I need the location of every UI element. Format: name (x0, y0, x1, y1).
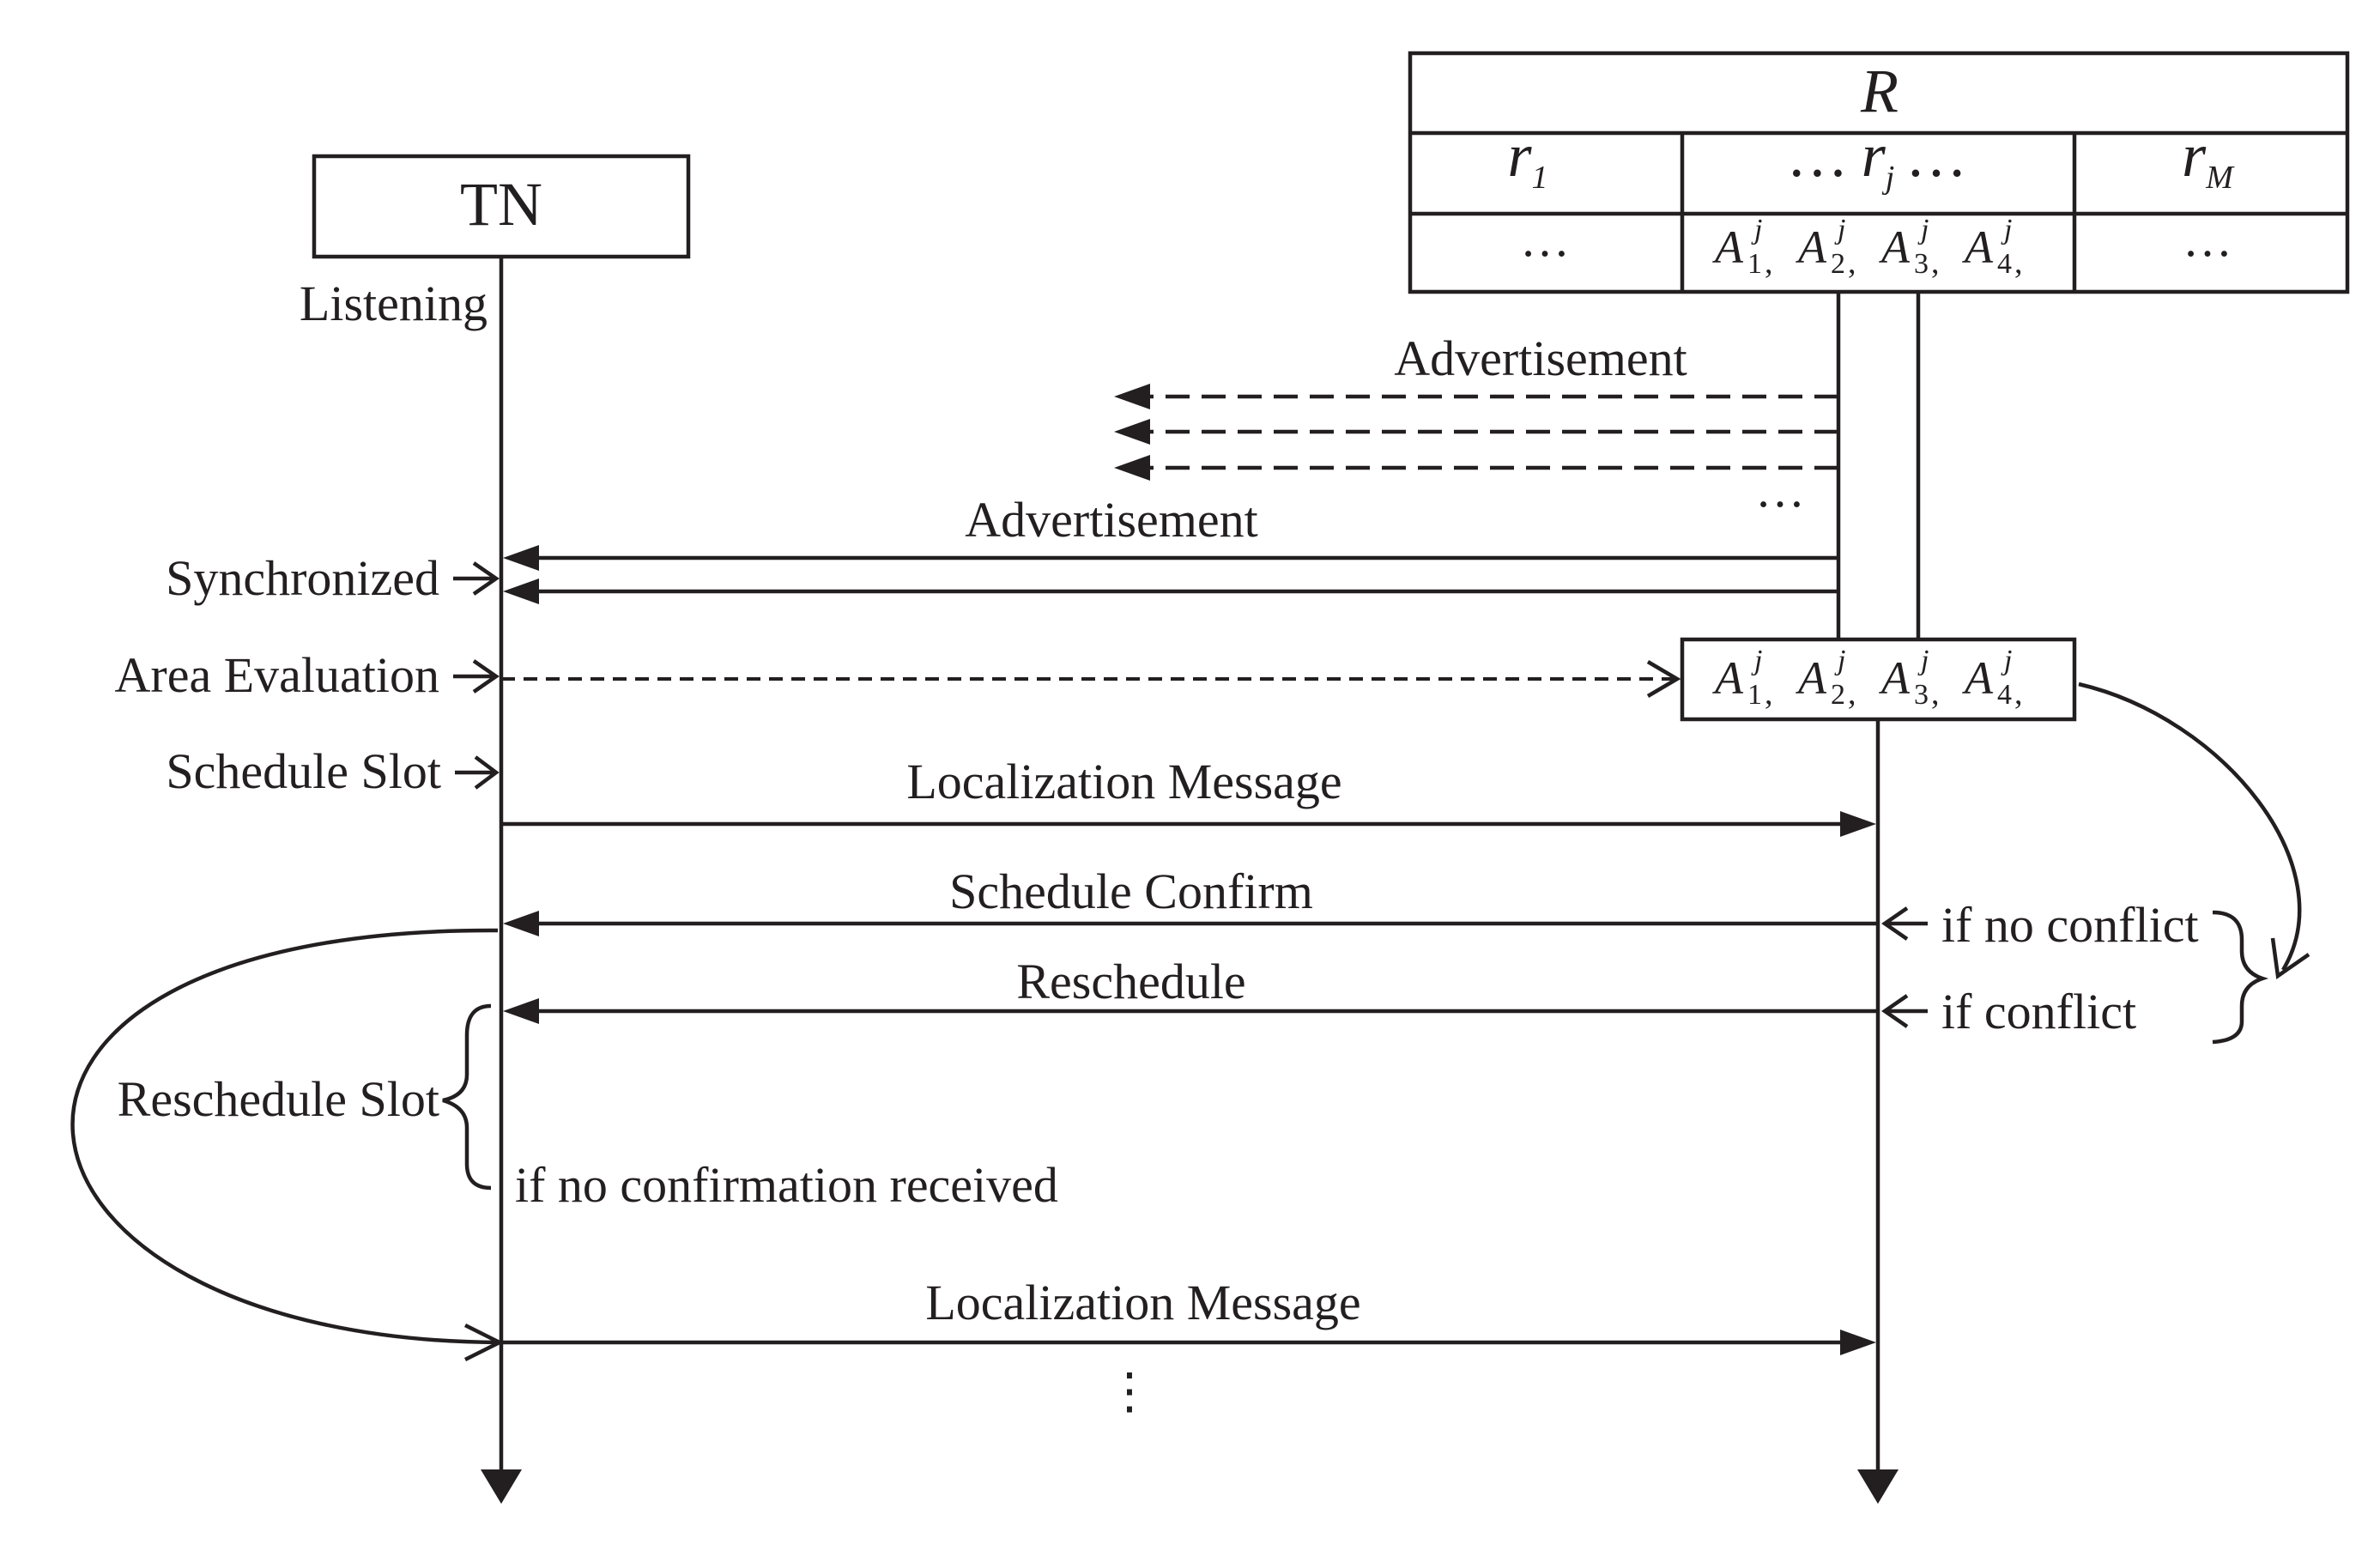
area-separator: , (1931, 676, 1940, 712)
area-subscript: 4 (1997, 248, 2012, 280)
area-separator: , (1765, 676, 1773, 712)
reschedule-arrow-head (503, 998, 539, 1024)
area-superscript: j (2001, 214, 2012, 245)
area-separator: , (1848, 676, 1856, 712)
area-letter: A (1962, 221, 1994, 273)
broadcast-arrow-3-head (1114, 455, 1150, 481)
area-letter: A (1879, 652, 1911, 704)
tn-box (312, 154, 691, 259)
condition-conflict: if conflict (1941, 984, 2136, 1039)
r-row-value-left: … (1520, 211, 1570, 267)
area-superscript: j (1751, 645, 1762, 676)
r-table (1408, 51, 2350, 294)
r-row-value-right: … (2183, 211, 2232, 267)
synchronized-pointer (453, 561, 500, 596)
conflict-pointer (1881, 994, 1928, 1028)
area-letter: A (1796, 652, 1827, 704)
evaluation-to-condition-curve (2078, 682, 2302, 972)
r-column-j-suffix: … (1894, 121, 1965, 190)
localization-message-1-arrow-head (1840, 811, 1876, 837)
area-subscript: 4 (1997, 679, 2012, 711)
area-term: A (1879, 221, 1911, 273)
area-subscript: 2 (1831, 679, 1845, 711)
retry-loop-arrow-head (463, 1323, 505, 1362)
no-conflict-pointer (1881, 906, 1928, 941)
localization-message-2-label: Localization Message (925, 1275, 1360, 1330)
area-separator: , (1848, 245, 1856, 281)
r-column-m-letter: r (2182, 121, 2207, 190)
r-header-label: R (1860, 57, 1899, 125)
area-evaluation-pointer (453, 659, 500, 694)
r-lifeline-end-arrow (1857, 1469, 1899, 1504)
advertisement-label: Advertisement (965, 492, 1257, 548)
area-term: A (1962, 221, 1994, 273)
r-column-1-letter: r (1507, 121, 1532, 190)
advertisement-arrow-2-head (503, 579, 539, 604)
area-letter: A (1796, 221, 1827, 273)
broadcast-ellipsis: … (1755, 462, 1805, 518)
broadcast-arrow-1-head (1114, 384, 1150, 409)
state-schedule-slot: Schedule Slot (166, 743, 441, 799)
area-term: A (1796, 652, 1827, 704)
state-no-confirmation: if no confirmation received (515, 1157, 1058, 1213)
area-separator: , (1931, 245, 1940, 281)
area-term: A (1712, 221, 1744, 273)
advertisement-arrow-1-head (503, 545, 539, 571)
state-listening: Listening (300, 276, 488, 331)
area-term: A (1879, 652, 1911, 704)
area-subscript: 1 (1747, 679, 1762, 711)
area-evaluation-arrow-head (1646, 660, 1681, 698)
broadcast-arrow-2-head (1114, 419, 1150, 445)
condition-no-conflict: if no conflict (1941, 897, 2199, 953)
r-column-j-letter: … r (1791, 121, 1886, 190)
localization-message-1-label: Localization Message (906, 754, 1341, 809)
schedule-confirm-arrow-head (503, 911, 539, 936)
area-superscript: j (1917, 645, 1929, 676)
area-letter: A (1879, 221, 1911, 273)
state-area-evaluation: Area Evaluation (115, 647, 439, 703)
area-letter: A (1712, 652, 1744, 704)
area-separator: , (1765, 245, 1773, 281)
reschedule-slot-brace (442, 1003, 492, 1190)
reschedule-label: Reschedule (1016, 954, 1245, 1009)
evaluation-to-condition-arrow-head (2270, 937, 2310, 979)
r-column-1-subscript: 1 (1532, 160, 1548, 196)
r-column-m: rM (2182, 121, 2235, 196)
localization-message-2-arrow-head (1840, 1330, 1876, 1355)
state-synchronized: Synchronized (166, 550, 439, 606)
area-letter: A (1712, 221, 1744, 273)
area-separator: , (2014, 245, 2023, 281)
area-superscript: j (1751, 214, 1762, 245)
area-subscript: 1 (1747, 248, 1762, 280)
r-column-m-subscript: M (2205, 160, 2235, 196)
tn-label: TN (460, 170, 542, 239)
area-superscript: j (1834, 645, 1845, 676)
area-subscript: 2 (1831, 248, 1845, 280)
area-separator: , (2014, 676, 2023, 712)
area-subscript: 3 (1914, 248, 1929, 280)
area-superscript: j (2001, 645, 2012, 676)
area-term: A (1796, 221, 1827, 273)
state-reschedule-slot: Reschedule Slot (118, 1071, 439, 1127)
area-superscript: j (1917, 214, 1929, 245)
advertisement-broadcast-label: Advertisement (1394, 330, 1687, 386)
schedule-slot-pointer (455, 755, 500, 790)
r-column-j: … rj … (1791, 121, 1965, 196)
area-subscript: 3 (1914, 679, 1929, 711)
schedule-confirm-label: Schedule Confirm (949, 863, 1313, 919)
r-column-1: r1 (1507, 121, 1547, 196)
condition-brace (2212, 910, 2269, 1045)
area-term: A (1962, 652, 1994, 704)
area-term: A (1712, 652, 1744, 704)
area-letter: A (1962, 652, 1994, 704)
retry-loop-curve (70, 928, 499, 1345)
area-superscript: j (1834, 214, 1845, 245)
area-set-box (1680, 637, 2077, 722)
continuation-dots: ⋮ (1105, 1363, 1154, 1419)
tn-lifeline-end-arrow (481, 1469, 522, 1504)
